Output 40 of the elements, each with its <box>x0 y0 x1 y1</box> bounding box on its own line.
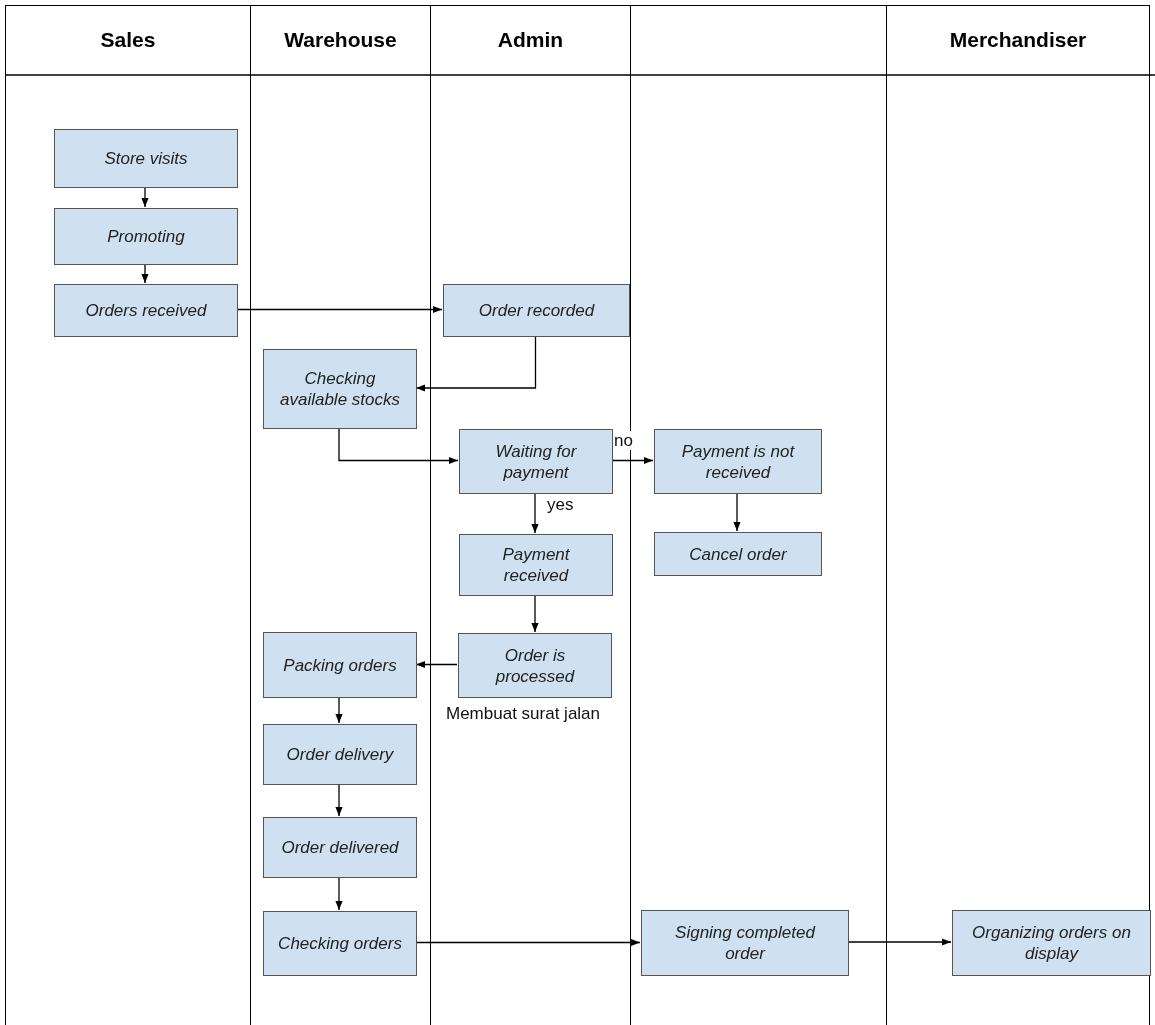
arrow <box>338 427 459 465</box>
arrow <box>141 186 149 208</box>
lane-header: Admin <box>496 28 565 52</box>
process-box: Organizing orders on display <box>952 910 1151 976</box>
lane-header: Merchandiser <box>948 28 1088 52</box>
process-box: Packing orders <box>263 632 417 698</box>
process-box: Payment received <box>459 534 613 596</box>
arrow <box>335 783 343 817</box>
process-box: Promoting <box>54 208 238 265</box>
process-box: Order delivered <box>263 817 417 878</box>
arrow <box>847 938 952 946</box>
arrow <box>611 456 654 465</box>
arrow <box>733 492 741 532</box>
lane-header: Warehouse <box>283 28 398 52</box>
process-box: Order is processed <box>458 633 612 698</box>
lane-header: Sales <box>99 28 157 52</box>
arrow <box>415 660 458 669</box>
process-box: Waiting for payment <box>459 429 613 494</box>
process-box: Orders received <box>54 284 238 337</box>
arrow <box>415 335 537 392</box>
arrow <box>141 263 149 284</box>
process-box: Checking available stocks <box>263 349 417 429</box>
swimlane <box>886 5 1150 1025</box>
note-text: Membuat surat jalan <box>446 704 601 724</box>
swimlane <box>250 5 430 1025</box>
arrow <box>531 492 539 534</box>
arrow <box>531 594 539 633</box>
process-box: Payment is not received <box>654 429 822 494</box>
edge-label: no <box>613 431 634 450</box>
process-box: Order recorded <box>443 284 630 337</box>
process-box: Checking orders <box>263 911 417 976</box>
process-box: Store visits <box>54 129 238 188</box>
arrow <box>335 696 343 724</box>
arrow <box>415 938 641 947</box>
process-box: Cancel order <box>654 532 822 576</box>
arrow <box>335 876 343 911</box>
process-box: Order delivery <box>263 724 417 785</box>
arrow <box>236 305 443 314</box>
process-box: Signing completed order <box>641 910 849 976</box>
swimlane <box>5 5 250 1025</box>
